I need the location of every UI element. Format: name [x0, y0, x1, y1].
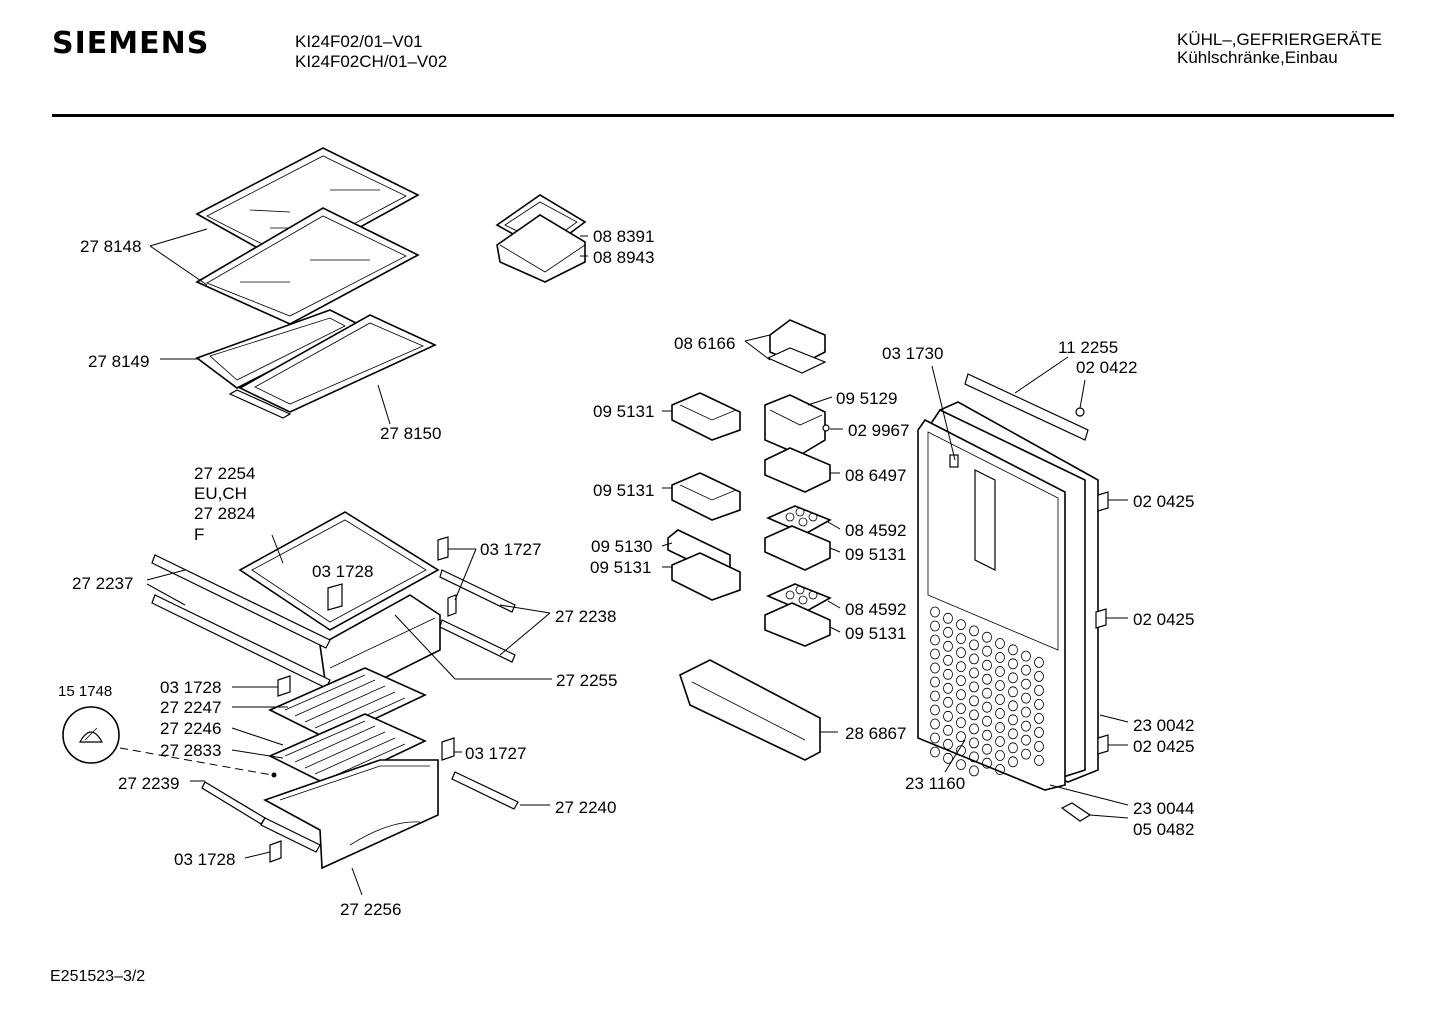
label-095129: 09 5129 [836, 389, 897, 408]
model-number-2: KI24F02CH/01–V02 [295, 52, 448, 71]
dairy-box-095129 [764, 394, 830, 456]
label-230044: 23 0044 [1133, 799, 1194, 818]
drawer-cover-upper [238, 511, 440, 631]
label-272246: 27 2246 [160, 719, 221, 738]
category-subtitle: Kühlschränke,Einbau [1177, 48, 1338, 67]
label-084592-b: 08 4592 [845, 600, 906, 619]
label-272255: 27 2255 [556, 671, 617, 690]
small-container-lower [496, 214, 586, 283]
label-272256: 27 2256 [340, 900, 401, 919]
label-020425-c: 02 0425 [1133, 737, 1194, 756]
drawer-lower [263, 759, 439, 870]
bottle-shelf-286867 [679, 659, 821, 761]
label-050482: 05 0482 [1133, 820, 1194, 839]
label-095131-e: 09 5131 [845, 624, 906, 643]
glass-shelf-split-front [228, 314, 437, 419]
label-088391: 08 8391 [593, 227, 654, 246]
label-031730: 03 1730 [882, 344, 943, 363]
label-euch: EU,CH [194, 484, 247, 503]
knob-151748 [62, 706, 277, 778]
leader-lines [146, 228, 1129, 896]
label-020422: 02 0422 [1076, 358, 1137, 377]
hinge-clips-020425 [1095, 491, 1109, 755]
label-286867: 28 6867 [845, 724, 906, 743]
dairy-tray-086497 [764, 447, 831, 493]
label-278148: 27 8148 [80, 237, 141, 256]
part-labels: 27 8148 27 8149 27 8150 08 8391 08 8943 … [58, 227, 1194, 919]
label-112255: 11 2255 [1058, 338, 1118, 357]
label-095131-d: 09 5131 [590, 558, 651, 577]
hinge-plate-230044 [1060, 802, 1092, 822]
label-272237: 27 2237 [72, 574, 133, 593]
door-bin-095131-b [671, 472, 741, 521]
clip-031728-mid [277, 675, 291, 697]
clip-031727-upper [437, 536, 457, 617]
label-272238: 27 2238 [555, 607, 616, 626]
grid-272247 [268, 667, 427, 741]
label-084592-a: 08 4592 [845, 521, 906, 540]
door-bin-095131-a [671, 392, 741, 441]
glass-shelf-middle [195, 207, 420, 325]
label-095131-c: 09 5131 [845, 545, 906, 564]
label-086166: 08 6166 [674, 334, 735, 353]
rail-right-lower [451, 771, 519, 810]
butter-lid-086166 [766, 319, 827, 374]
label-031728-a: 03 1728 [312, 562, 373, 581]
rail-right-upper [439, 569, 516, 663]
label-272833: 27 2833 [160, 741, 221, 760]
category-title: KÜHL–,GEFRIERGERÄTE [1177, 30, 1382, 49]
label-020425-a: 02 0425 [1133, 492, 1194, 511]
label-272824: 27 2824 [194, 504, 255, 523]
label-095131-b: 09 5131 [593, 481, 654, 500]
label-088943: 08 8943 [593, 248, 654, 267]
door-bin-095131-d [671, 552, 741, 601]
door-vent-pattern [930, 606, 1044, 777]
label-031727-b: 03 1727 [465, 744, 526, 763]
model-number-1: KI24F02/01–V01 [295, 32, 423, 51]
header-rule [52, 114, 1394, 117]
label-272239: 27 2239 [118, 774, 179, 793]
label-020425-b: 02 0425 [1133, 610, 1194, 629]
door-inner-liner-231160 [917, 418, 1066, 791]
label-151748: 15 1748 [58, 683, 112, 700]
label-278150: 27 8150 [380, 424, 441, 443]
label-230042: 23 0042 [1133, 716, 1194, 735]
label-095131-a: 09 5131 [593, 402, 654, 421]
label-031727-a: 03 1727 [480, 540, 541, 559]
label-029967: 02 9967 [848, 421, 909, 440]
label-278149: 27 8149 [88, 352, 149, 371]
label-f: F [194, 525, 204, 544]
label-272247: 27 2247 [160, 698, 221, 717]
brand-logo: SIEMENS [52, 26, 210, 61]
grid-272246 [268, 713, 427, 787]
label-086497: 08 6497 [845, 466, 906, 485]
door-bin-095131-e [764, 602, 831, 647]
label-272240: 27 2240 [555, 798, 616, 817]
label-272254: 27 2254 [194, 464, 255, 483]
hinge-bar-112255 [964, 373, 1089, 441]
document-id: E251523–3/2 [50, 968, 146, 985]
label-031728-c: 03 1728 [174, 850, 235, 869]
label-095130: 09 5130 [591, 537, 652, 556]
label-231160: 23 1160 [905, 774, 965, 793]
label-031728-b: 03 1728 [160, 678, 221, 697]
rail-left-lower [201, 781, 321, 853]
clip-031727-lower [441, 737, 455, 761]
clip-031728-lower [269, 840, 282, 863]
door-bin-095131-c [764, 525, 831, 571]
